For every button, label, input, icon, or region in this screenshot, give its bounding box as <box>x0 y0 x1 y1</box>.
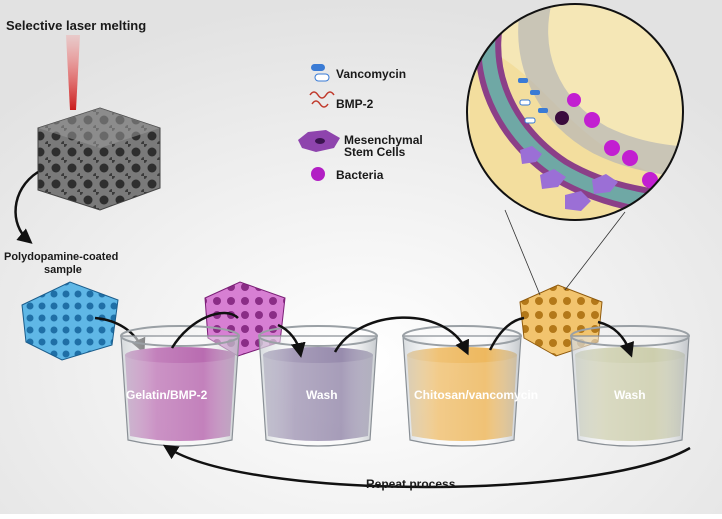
arrow-into-beaker-2 <box>277 323 306 358</box>
legend-stem-cells-label-line2: Stem Cells <box>344 145 406 159</box>
protein-icon <box>309 91 335 108</box>
beaker-3-glass <box>402 335 522 447</box>
beaker-2-label: Wash <box>306 388 338 402</box>
bacteria-icon <box>311 167 325 181</box>
beaker-2 <box>258 325 378 447</box>
laser-beam <box>66 35 80 110</box>
arrow-to-coating <box>14 170 39 244</box>
zoom-stem-cells <box>520 146 618 211</box>
beaker-4-glass <box>570 335 690 447</box>
beaker-2-rim <box>258 325 378 347</box>
zoom-guide-left <box>504 209 541 296</box>
beaker-3-label: Chitosan/vancomycin <box>414 388 539 402</box>
legend-stem-cells-label-line1: Mesenchymal <box>344 133 423 147</box>
beaker-3 <box>402 325 522 447</box>
zoom-bacteria <box>555 93 658 188</box>
arrow-beaker3-out <box>488 316 525 351</box>
arrow-beaker1-out <box>170 311 239 349</box>
beaker-4-label: Wash <box>614 388 646 402</box>
beaker-1 <box>120 325 240 447</box>
legend <box>298 64 340 181</box>
repeat-process-label: Repeat process <box>366 477 456 491</box>
gray-scaffold <box>37 107 161 211</box>
legend-bacteria-label: Bacteria <box>336 168 384 182</box>
beaker-4 <box>570 325 690 447</box>
beakers <box>120 325 690 447</box>
legend-vancomycin-label: Vancomycin <box>336 67 407 81</box>
zoom-guide-right <box>564 211 626 291</box>
selective-laser-melting-label: Selective laser melting <box>6 18 147 33</box>
beaker-2-glass <box>258 335 378 447</box>
capsule-icon <box>311 64 330 82</box>
repeat-arrow <box>162 444 691 489</box>
beaker-1-rim <box>120 325 240 347</box>
arrow-into-beaker-3 <box>333 316 469 356</box>
coated-sample-label-line1: Polydopamine-coated <box>4 251 119 263</box>
beaker-1-glass <box>120 335 240 447</box>
legend-bmp2-label: BMP-2 <box>336 97 374 111</box>
coated-sample-label-line2: sample <box>44 264 82 276</box>
arrow-into-beaker-4 <box>597 320 635 358</box>
zoom-vancomycin <box>518 78 548 124</box>
stem-cell-icon <box>298 130 340 152</box>
coated-scaffold <box>21 281 119 361</box>
beaker-1-label: Gelatin/BMP-2 <box>126 388 208 402</box>
